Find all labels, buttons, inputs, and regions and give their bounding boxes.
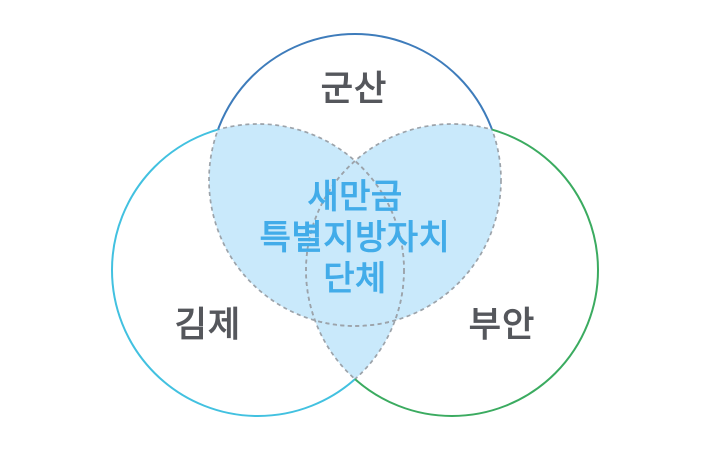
venn-center-text: 새만금 특별지방자치 단체 xyxy=(260,177,451,300)
circle-gunsan xyxy=(208,33,502,327)
center-text-line-3: 단체 xyxy=(323,260,387,298)
center-text-line-2: 특별지방자치 xyxy=(259,219,451,257)
overlap-region-fill-bottom xyxy=(306,124,404,416)
label-gimje: 김제 xyxy=(174,305,242,345)
center-text-line-1: 새만금 xyxy=(307,178,403,216)
label-gunsan: 군산 xyxy=(320,69,388,109)
circle-gimje xyxy=(111,123,405,417)
label-buan: 부안 xyxy=(468,305,536,345)
circle-buan xyxy=(305,123,599,417)
